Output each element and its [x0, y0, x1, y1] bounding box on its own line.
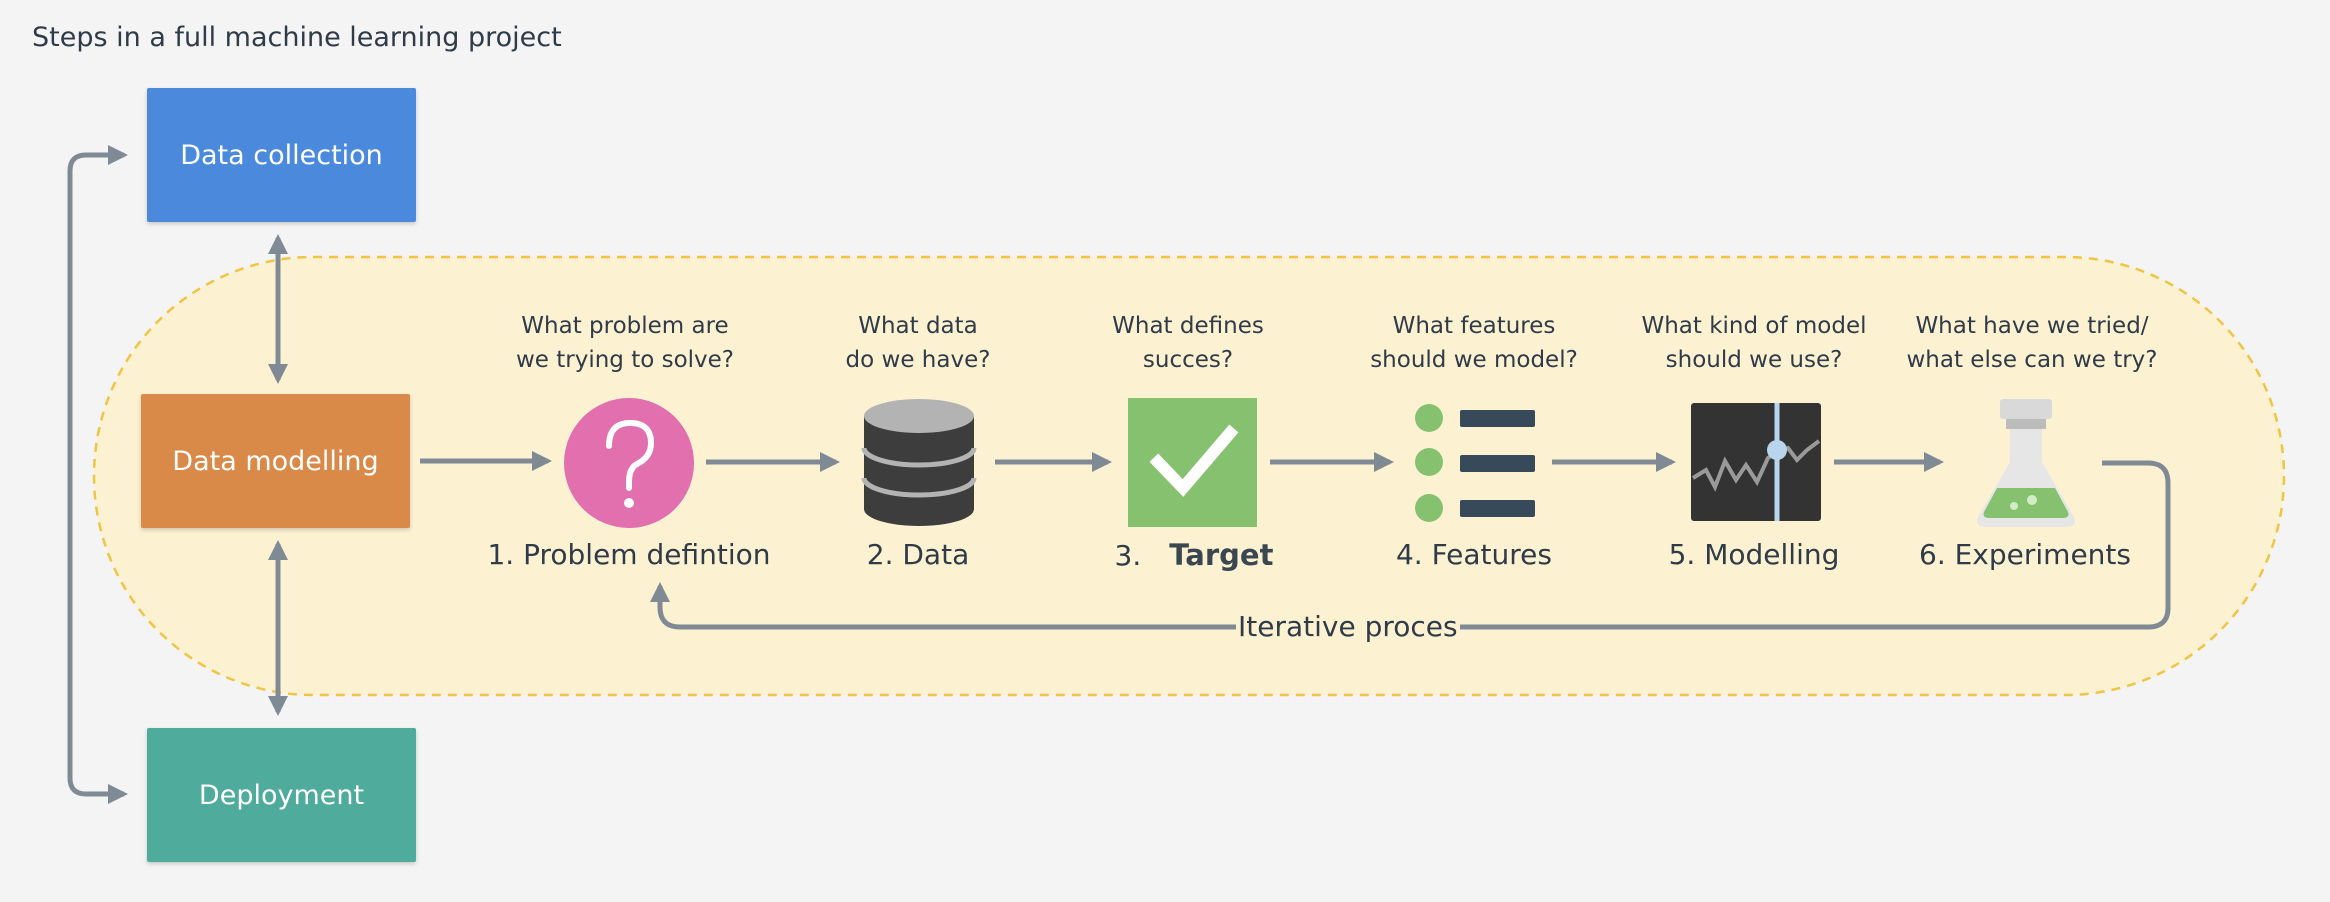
- step5-question: What kind of model should we use?: [1594, 309, 1914, 377]
- step6-question-line2: what else can we try?: [1906, 347, 2158, 373]
- step2-question-line2: do we have?: [845, 347, 991, 373]
- step3-question-line2: succes?: [1142, 347, 1234, 373]
- checkmark-icon: [1128, 398, 1257, 527]
- data-collection-label: Data collection: [180, 139, 383, 171]
- step3-question: What defines succes?: [1028, 309, 1348, 377]
- step1-question-line2: we trying to solve?: [515, 347, 735, 373]
- step4-label: 4. Features: [1395, 538, 1552, 571]
- step4-question-line2: should we model?: [1370, 347, 1578, 373]
- step5-question-line1: What kind of model: [1641, 313, 1867, 339]
- iterative-process-label: Iterative proces: [1236, 610, 1460, 643]
- step4-question-line1: What features: [1392, 313, 1556, 339]
- collection-deployment-connector: [67, 145, 128, 804]
- step6-question: What have we tried/ what else can we try…: [1872, 309, 2192, 377]
- page-title: Steps in a full machine learning project: [32, 22, 562, 53]
- step1-question-line1: What problem are: [521, 313, 729, 339]
- data-collection-box: Data collection: [147, 88, 416, 222]
- step1-question: What problem are we trying to solve?: [465, 309, 785, 377]
- model-graph-icon: [1691, 403, 1821, 521]
- step3-question-line1: What defines: [1112, 313, 1264, 339]
- question-mark-icon: [564, 398, 694, 528]
- step6-label: 6. Experiments: [1919, 538, 2131, 571]
- feature-list-icon: [1415, 404, 1535, 522]
- deployment-label: Deployment: [198, 779, 365, 811]
- step5-label: 5. Modelling: [1668, 538, 1840, 571]
- step2-question: What data do we have?: [758, 309, 1078, 377]
- step3-label-word: Target: [1169, 538, 1274, 572]
- step6-question-line1: What have we tried/: [1915, 313, 2149, 339]
- step4-question: What features should we model?: [1314, 309, 1634, 377]
- step3-label-number: 3.: [1114, 539, 1142, 572]
- deployment-box: Deployment: [147, 728, 416, 862]
- step2-label: 2. Data: [866, 538, 970, 571]
- step1-label: 1. Problem defintion: [487, 538, 771, 571]
- database-icon: [861, 399, 977, 526]
- flask-icon: [1977, 399, 2075, 527]
- data-modelling-label: Data modelling: [172, 445, 379, 477]
- step2-question-line1: What data: [858, 313, 978, 339]
- step5-question-line2: should we use?: [1665, 347, 1843, 373]
- data-modelling-box: Data modelling: [141, 394, 410, 528]
- step3-label: 3. Target: [1034, 538, 1354, 572]
- iterative-loop-arrow: [650, 460, 2171, 630]
